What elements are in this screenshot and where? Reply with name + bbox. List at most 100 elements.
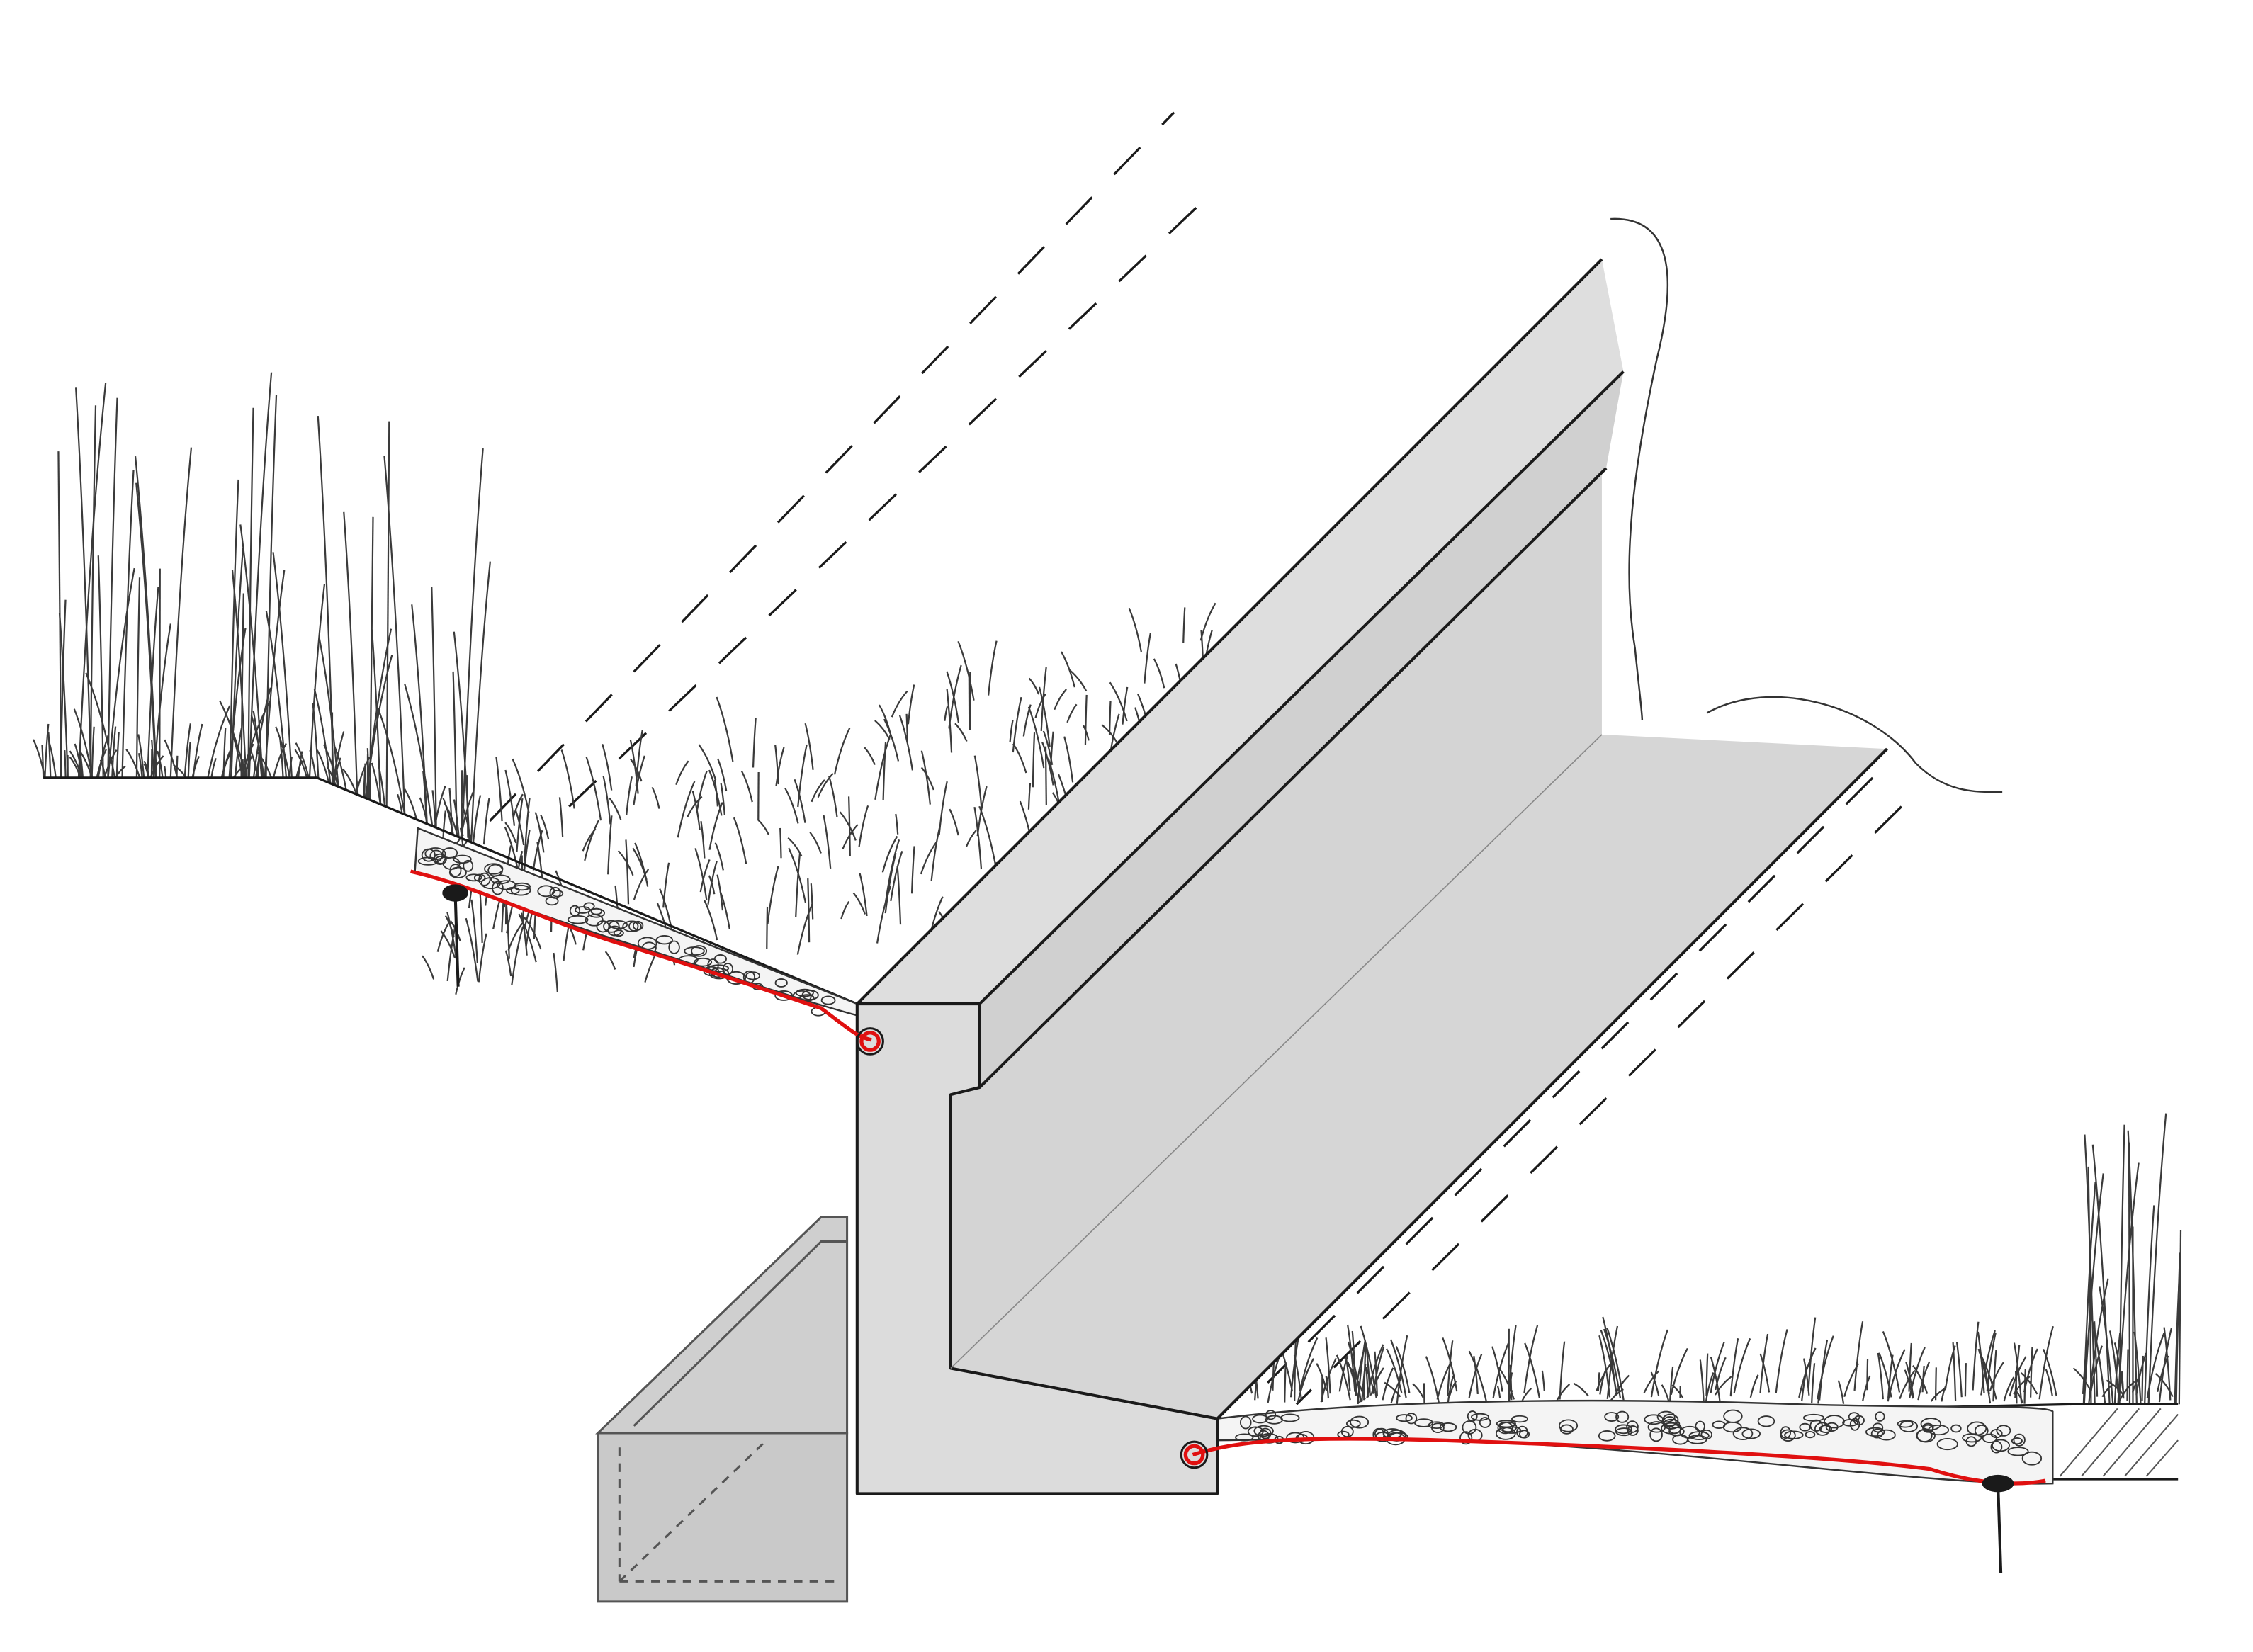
grass-blade [954, 723, 968, 742]
grass-blade [558, 797, 564, 838]
grass-blade [2072, 1367, 2091, 1391]
grass-blade [634, 842, 649, 887]
grass-blade [973, 755, 983, 807]
grass-blade [2023, 1369, 2026, 1404]
gravel-stone [708, 964, 730, 973]
grass-blade [1082, 725, 1090, 741]
grass-blade [752, 718, 757, 768]
grass-blade [2174, 1280, 2180, 1405]
grass-blade [265, 395, 278, 778]
grass-blade [1661, 1384, 1670, 1402]
gravel-stone [433, 853, 447, 865]
grass-blade [1153, 658, 1165, 689]
grass-blade [316, 749, 330, 783]
channel-floor [950, 734, 1887, 1419]
grass-blade [1972, 1321, 1980, 1391]
grass-blade [97, 555, 104, 778]
grass-blade [1600, 1330, 1617, 1393]
gravel-stone [1253, 1425, 1274, 1437]
grass-blade [809, 832, 822, 854]
grass-blade [602, 743, 613, 791]
gravel-stone [1459, 1431, 1473, 1445]
grass-blade [2127, 1130, 2138, 1405]
gravel-stone [587, 907, 605, 918]
grass-blade [470, 899, 478, 963]
grass-blade [1108, 701, 1112, 735]
grass-blade [125, 749, 141, 779]
grass-blade [147, 587, 159, 778]
grass-blade [252, 710, 263, 778]
grass-blade [907, 684, 915, 725]
grass-blade [699, 859, 711, 893]
grass-blade [1316, 1363, 1328, 1391]
grass-blade [604, 951, 616, 970]
grass-blade [1862, 1375, 1871, 1401]
grass-blade [1978, 1351, 1997, 1400]
grass-blade [1598, 1335, 1611, 1398]
gravel-stone [1374, 1432, 1391, 1442]
gravel-stone [484, 863, 504, 875]
grass-blade [713, 779, 719, 807]
grass-blade [1395, 1346, 1411, 1393]
gravel-stone [1558, 1419, 1579, 1432]
gravel-stone [2007, 1447, 2029, 1456]
grass-blade [1293, 1354, 1302, 1401]
grass-blade [570, 928, 577, 945]
grass-blade [852, 892, 866, 915]
grass-blade [514, 810, 525, 846]
grass-blade [436, 923, 449, 952]
grass-blade [1670, 1347, 1688, 1395]
gravel-stone [609, 920, 628, 929]
grass-blade [1989, 1362, 2004, 1391]
grass-blade [453, 799, 460, 838]
grass-blade [1798, 1347, 1817, 1398]
grass-blade [1714, 1376, 1732, 1396]
grass-blade [1061, 651, 1075, 688]
gravel-stone [1495, 1427, 1516, 1440]
gravel-stone [1962, 1433, 1982, 1443]
gravel-stone [622, 920, 642, 932]
grass-blade [905, 713, 908, 742]
grass-blade [1348, 1364, 1366, 1400]
grass-blade [1496, 1386, 1501, 1398]
grass-blade [602, 775, 611, 825]
grass-blade [635, 730, 643, 787]
grass-blade [965, 830, 977, 847]
grass-blade [1733, 1337, 1751, 1393]
gravel-stone [1615, 1410, 1630, 1423]
grass-blade [512, 793, 524, 817]
grass-blade [478, 933, 487, 983]
grass-blade [520, 912, 528, 956]
grass-blade [404, 684, 433, 827]
grass-blade [1899, 1369, 1916, 1400]
grass-blade [479, 892, 483, 943]
grass-blade [2043, 1349, 2057, 1397]
grass-blade [504, 950, 512, 977]
grass-blade [247, 407, 254, 778]
dashed-projection-lines [489, 111, 1902, 1405]
grass-blade [1299, 1337, 1319, 1391]
gravel-stone [1428, 1421, 1445, 1430]
grass-blade [1370, 1367, 1384, 1396]
gravel-stone [1518, 1430, 1530, 1439]
grass-blade [883, 718, 900, 762]
gravel-stone [1439, 1422, 1457, 1432]
grass-blade [633, 869, 650, 900]
grass-blade [957, 640, 975, 701]
grass-blade [342, 768, 358, 795]
channel-wall-lip [979, 371, 1624, 1088]
grass-blade [707, 861, 718, 905]
grass-blade [343, 511, 358, 795]
grass-blade [2083, 1173, 2104, 1405]
grass-blade [946, 689, 953, 753]
l-shaped-concrete-channel [855, 258, 1888, 1495]
grass-blade [134, 456, 158, 778]
grass-blade [740, 770, 753, 803]
grass-blade [504, 769, 516, 826]
gravel-stone [795, 988, 814, 997]
membrane-roll-right [1180, 1440, 1209, 1469]
grass-blade [2178, 1230, 2182, 1405]
grass-blade [1468, 1354, 1483, 1398]
grass-blade [221, 749, 232, 779]
